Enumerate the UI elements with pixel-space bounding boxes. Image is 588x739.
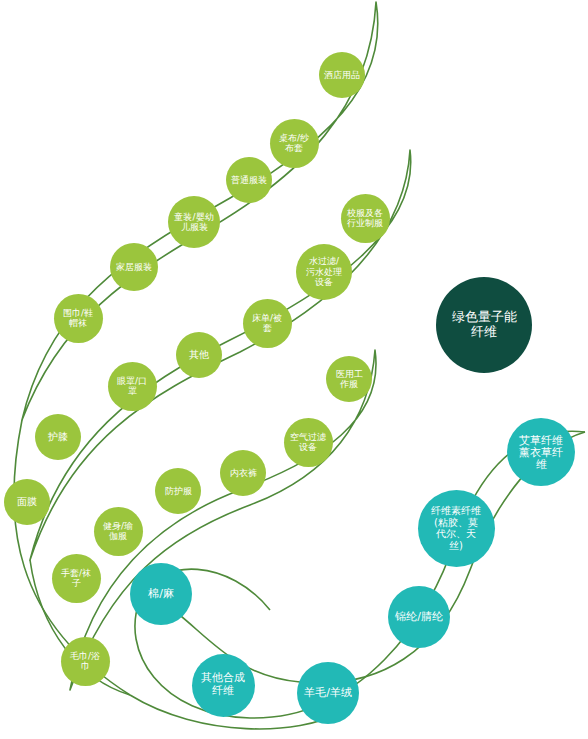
leaf-band — [70, 350, 376, 690]
circle-text: 酒店用品 — [324, 70, 360, 80]
application-circle: 防护服 — [155, 468, 201, 514]
application-circle: 内衣裤 — [220, 450, 266, 496]
circle-text: 医用工作服 — [332, 369, 366, 390]
application-circle: 酒店用品 — [319, 52, 365, 98]
application-circle: 水过滤/污水处理设备 — [296, 244, 352, 300]
application-circle: 童装/婴幼儿服装 — [168, 196, 220, 248]
circle-text: 锦纶/腈纶 — [395, 611, 443, 624]
core-circle: 绿色量子能纤维 — [436, 277, 532, 373]
circle-text: 床单/被套 — [249, 313, 286, 334]
application-circle: 毛巾/浴巾 — [61, 637, 110, 686]
circle-text: 眼罩/口罩 — [114, 376, 151, 397]
circle-label: 护膝 — [48, 431, 68, 443]
fiber-circle: 其他合成纤维 — [192, 654, 255, 717]
circle-text: 校服及各行业制服 — [347, 208, 384, 229]
circle-text: 健身/瑜伽服 — [100, 521, 137, 542]
circle-label: 毛巾/浴巾 — [67, 651, 104, 672]
circle-text: 桌布/纱布套 — [276, 133, 313, 154]
application-circle: 家居服装 — [110, 243, 158, 291]
circle-text: 围巾/鞋帽袜 — [60, 308, 97, 329]
circle-text: 绿色量子能纤维 — [446, 310, 523, 340]
application-circle: 护膝 — [35, 414, 81, 460]
application-circle: 普通服装 — [226, 157, 272, 203]
circle-label: 围巾/鞋帽袜 — [60, 308, 97, 329]
circle-text: 纤维素纤维(粘胶、莫代尔、天丝) — [430, 505, 483, 551]
circle-label: 锦纶/腈纶 — [395, 611, 443, 624]
circle-text: 空气过滤设备 — [290, 432, 327, 453]
circle-label: 手套/袜子 — [58, 568, 95, 589]
circle-text: 艾草纤维 薰衣草纤维 — [516, 434, 566, 470]
application-circle: 医用工作服 — [326, 356, 372, 402]
circle-label: 童装/婴幼儿服装 — [174, 212, 214, 233]
circle-label: 其他 — [189, 349, 209, 361]
circle-text: 内衣裤 — [230, 468, 257, 478]
circle-label: 面膜 — [17, 496, 37, 508]
tail-stroke — [14, 420, 130, 695]
application-circle: 眼罩/口罩 — [108, 362, 157, 411]
application-circle: 面膜 — [4, 479, 50, 525]
circle-label: 水过滤/污水处理设备 — [305, 256, 343, 287]
fiber-circle: 棉/麻 — [130, 563, 192, 625]
circle-text: 其他 — [189, 349, 209, 361]
circle-label: 眼罩/口罩 — [114, 376, 151, 397]
circle-label: 普通服装 — [231, 175, 267, 185]
circle-label: 酒店用品 — [324, 70, 360, 80]
circle-text: 普通服装 — [231, 175, 267, 185]
leaf-band — [22, 2, 378, 420]
circle-text: 水过滤/污水处理设备 — [305, 256, 343, 287]
circle-label: 绿色量子能纤维 — [446, 310, 523, 340]
circle-label: 校服及各行业制服 — [347, 208, 384, 229]
circle-label: 艾草纤维 薰衣草纤维 — [516, 434, 566, 470]
application-circle: 桌布/纱布套 — [270, 119, 319, 168]
tail-stroke — [30, 560, 130, 695]
application-circle: 空气过滤设备 — [284, 418, 333, 467]
application-circle: 床单/被套 — [243, 299, 292, 348]
application-circle: 校服及各行业制服 — [341, 194, 390, 243]
circle-label: 其他合成纤维 — [198, 672, 248, 697]
fiber-circle: 艾草纤维 薰衣草纤维 — [507, 418, 575, 486]
fiber-circle: 锦纶/腈纶 — [388, 586, 450, 648]
circle-text: 羊毛/羊绒 — [304, 687, 352, 700]
circle-label: 棉/麻 — [148, 588, 174, 601]
circle-text: 家居服装 — [116, 262, 152, 272]
fiber-circle: 羊毛/羊绒 — [297, 662, 359, 724]
circle-text: 童装/婴幼儿服装 — [174, 212, 214, 233]
circle-label: 桌布/纱布套 — [276, 133, 313, 154]
circle-text: 手套/袜子 — [58, 568, 95, 589]
circle-label: 内衣裤 — [230, 468, 257, 478]
circle-label: 医用工作服 — [332, 369, 366, 390]
circle-label: 羊毛/羊绒 — [304, 687, 352, 700]
application-circle: 其他 — [176, 332, 222, 378]
application-circle: 手套/袜子 — [52, 554, 101, 603]
circle-text: 毛巾/浴巾 — [67, 651, 104, 672]
circle-text: 棉/麻 — [148, 588, 174, 601]
circle-label: 家居服装 — [116, 262, 152, 272]
circle-label: 空气过滤设备 — [290, 432, 327, 453]
circle-label: 纤维素纤维(粘胶、莫代尔、天丝) — [430, 505, 483, 551]
circle-text: 防护服 — [165, 486, 192, 496]
fiber-circle: 纤维素纤维(粘胶、莫代尔、天丝) — [418, 490, 495, 567]
circle-text: 其他合成纤维 — [198, 672, 248, 697]
application-circle: 围巾/鞋帽袜 — [54, 294, 103, 343]
circle-text: 护膝 — [48, 431, 68, 443]
circle-label: 健身/瑜伽服 — [100, 521, 137, 542]
application-circle: 健身/瑜伽服 — [94, 507, 143, 556]
circle-label: 防护服 — [165, 486, 192, 496]
circle-label: 床单/被套 — [249, 313, 286, 334]
circle-text: 面膜 — [17, 496, 37, 508]
